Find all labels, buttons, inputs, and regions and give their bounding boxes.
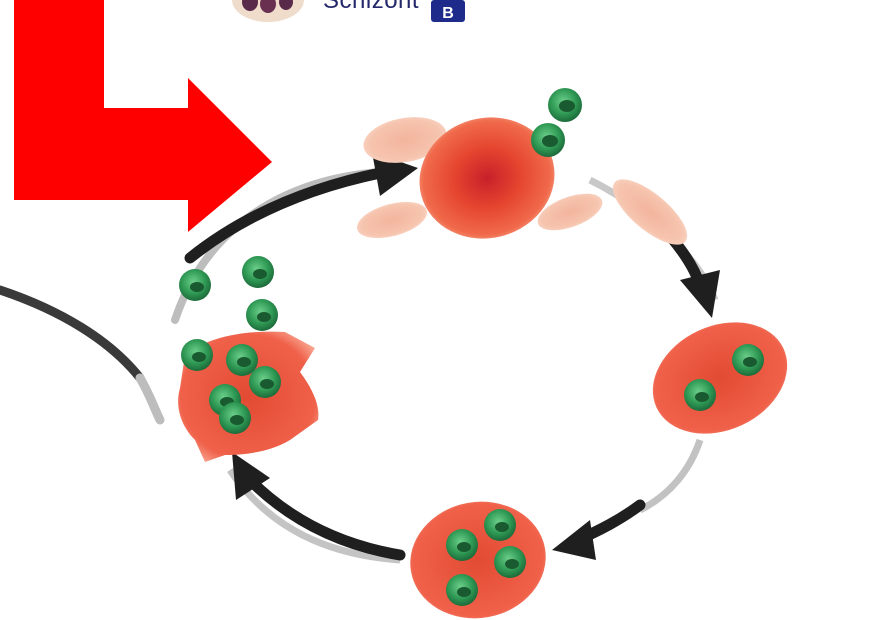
merozoite-top-2	[531, 123, 565, 157]
merozoite-bottom-4	[446, 574, 478, 606]
merozoite-left-4	[181, 339, 213, 371]
red-l-arrow-shape	[14, 0, 272, 232]
red-pointer-arrow	[14, 0, 272, 232]
merozoite-bottom-2	[446, 529, 478, 561]
incoming-path-left	[0, 290, 140, 378]
incoming-path-fade	[140, 378, 160, 420]
merozoite-top-1	[548, 88, 582, 122]
stage-bottom-schizont	[401, 491, 555, 620]
ring-segment-bottom-right	[640, 440, 700, 510]
merozoite-right-1	[732, 344, 764, 376]
arrow-right-to-bottom-head	[552, 520, 596, 560]
merozoite-left-1	[179, 269, 211, 301]
merozoite-left-3	[246, 299, 278, 331]
merozoite-left-6	[249, 366, 281, 398]
merozoite-left-2	[242, 256, 274, 288]
arrow-top-to-right-head	[680, 270, 720, 318]
stage-right-ring	[635, 301, 806, 454]
merozoite-bottom-1	[484, 509, 516, 541]
pale-rbc-bottom-left	[353, 195, 431, 245]
merozoite-bottom-3	[494, 546, 526, 578]
schizont-rbc-bottom	[401, 491, 555, 620]
infected-rbc-right	[635, 301, 806, 454]
merozoite-right-2	[684, 379, 716, 411]
cycle-guide-ring	[0, 172, 715, 560]
merozoite-left-8	[219, 402, 251, 434]
stage-left-rupture	[178, 256, 318, 462]
